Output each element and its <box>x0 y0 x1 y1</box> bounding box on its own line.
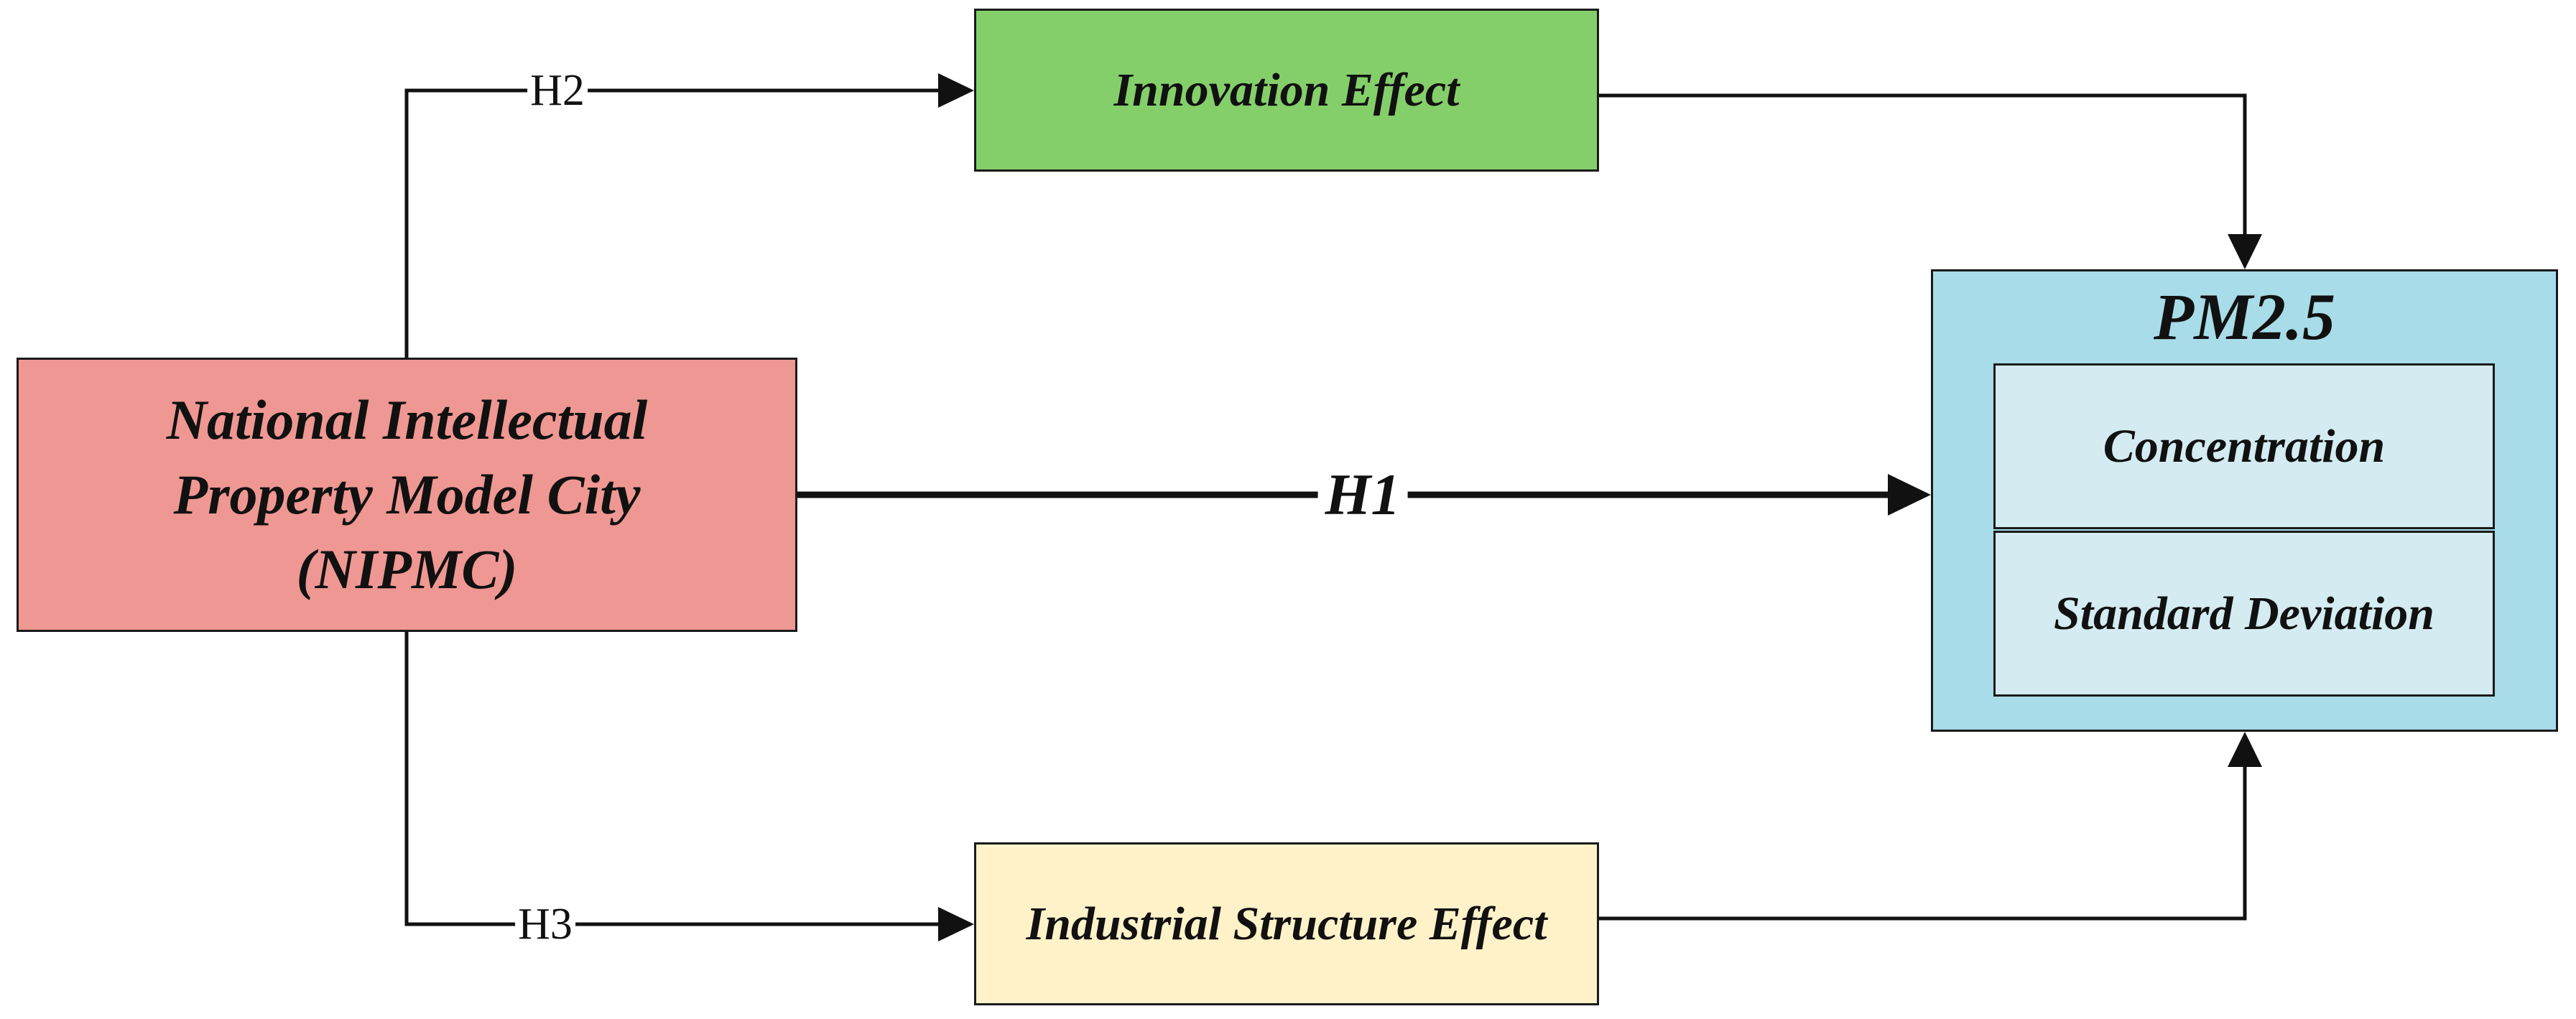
h2-arrowhead <box>938 73 974 108</box>
nipmc-label-line-2: Property Model City <box>173 463 641 526</box>
industrial-structure-effect-node: Industrial Structure Effect <box>974 842 1599 1005</box>
innovation-effect-label: Innovation Effect <box>1113 63 1460 116</box>
h2-label: H2 <box>527 68 588 113</box>
concentration-label: Concentration <box>2103 419 2386 473</box>
pm25-title: PM2.5 <box>2154 280 2335 353</box>
nipmc-label-line-1: National Intellectual <box>166 388 648 451</box>
standard-deviation-node: Standard Deviation <box>1993 531 2495 697</box>
industrial-to-pm25-arrowhead <box>2228 732 2262 767</box>
concentration-node: Concentration <box>1993 363 2495 529</box>
h3-arrowhead <box>938 907 974 941</box>
industrial-to-pm25-connector <box>1599 764 2247 921</box>
nipmc-node: National Intellectual Property Model Cit… <box>17 358 797 632</box>
standard-deviation-label: Standard Deviation <box>2054 587 2434 640</box>
h3-label: H3 <box>515 902 575 946</box>
innovation-to-pm25-arrowhead <box>2228 234 2262 269</box>
innovation-to-pm25-connector <box>1599 93 2247 237</box>
h3-connector <box>404 632 941 926</box>
h2-connector <box>404 88 941 358</box>
nipmc-label-line-3: (NIPMC) <box>296 538 518 600</box>
nipmc-label: National Intellectual Property Model Cit… <box>167 383 648 607</box>
h1-label: H1 <box>1317 465 1408 524</box>
innovation-effect-node: Innovation Effect <box>974 9 1599 172</box>
pm25-node: PM2.5 Concentration Standard Deviation <box>1931 269 2558 732</box>
h1-arrowhead <box>1888 474 1931 516</box>
industrial-structure-effect-label: Industrial Structure Effect <box>1026 897 1547 950</box>
